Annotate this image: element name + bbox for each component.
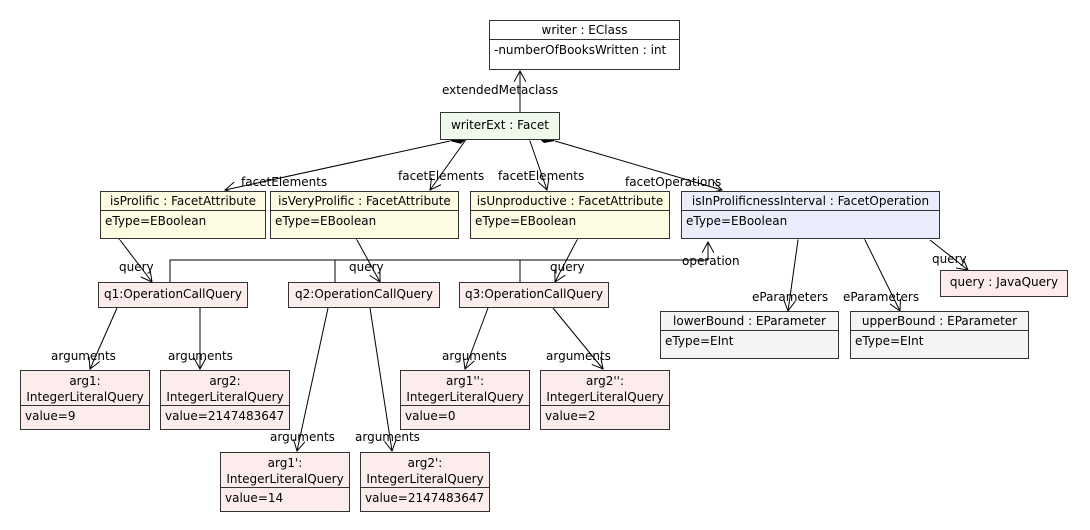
node-is-prolific[interactable]: isProlific : FacetAttribute eType=EBoole… — [100, 191, 266, 239]
label-facet-operations: facetOperations — [625, 175, 722, 189]
node-writer-ext-facet[interactable]: writerExt : Facet — [440, 112, 560, 140]
node-title-line1: arg2: — [209, 374, 241, 388]
node-attribute: value=9 — [21, 405, 149, 426]
node-attribute: eType=EBoolean — [471, 210, 669, 231]
node-title-line2: IntegerLiteralQuery — [226, 472, 344, 486]
link-eparameters-upper — [865, 240, 900, 311]
link-arguments-arg1pp — [465, 308, 488, 369]
label-query: query — [932, 252, 967, 266]
link-query-q2 — [357, 240, 380, 282]
label-query: query — [349, 260, 384, 274]
label-facet-elements: facetElements — [398, 169, 485, 183]
node-q3-operation-call-query[interactable]: q3:OperationCallQuery — [459, 282, 609, 308]
label-arguments: arguments — [442, 349, 507, 363]
node-arg1-double-prime-integer-literal-query[interactable]: arg1'': IntegerLiteralQuery value=0 — [400, 370, 530, 430]
node-java-query[interactable]: query : JavaQuery — [940, 270, 1068, 297]
node-title-line2: IntegerLiteralQuery — [546, 390, 664, 404]
label-operation: operation — [682, 254, 740, 268]
label-arguments: arguments — [168, 349, 233, 363]
node-title-line2: IntegerLiteralQuery — [366, 472, 484, 486]
node-title: isInProlificnessInterval : FacetOperatio… — [691, 194, 930, 208]
label-eparameters: eParameters — [843, 290, 920, 304]
node-arg2-prime-integer-literal-query[interactable]: arg2': IntegerLiteralQuery value=2147483… — [360, 452, 490, 512]
node-title: isProlific : FacetAttribute — [110, 194, 256, 208]
node-attribute: value=2147483647 — [361, 487, 489, 508]
link-facet-elements-prolific — [225, 141, 450, 190]
node-writer-eclass[interactable]: writer : EClass -numberOfBooksWritten : … — [489, 20, 680, 70]
node-title: query : JavaQuery — [949, 275, 1059, 289]
link-facet-elements-veryprolific — [430, 141, 465, 190]
node-title: upperBound : EParameter — [861, 314, 1018, 328]
node-title-line1: arg1'': — [446, 374, 484, 388]
label-arguments: arguments — [355, 430, 420, 444]
node-title: lowerBound : EParameter — [673, 314, 826, 328]
label-eparameters: eParameters — [752, 290, 829, 304]
node-attribute: value=2 — [541, 405, 669, 426]
node-lower-bound-eparameter[interactable]: lowerBound : EParameter eType=EInt — [660, 311, 839, 359]
node-title: q1:OperationCallQuery — [104, 287, 242, 301]
link-arguments-arg1 — [90, 308, 117, 369]
node-title-line2: IntegerLiteralQuery — [26, 390, 144, 404]
node-attribute: eType=EBoolean — [682, 210, 939, 231]
link-arguments-arg2pp — [553, 308, 603, 369]
link-arguments-arg2p — [370, 308, 392, 451]
node-title-line2: IntegerLiteralQuery — [166, 390, 284, 404]
node-title: writer : EClass — [541, 23, 628, 37]
node-arg1-integer-literal-query[interactable]: arg1: IntegerLiteralQuery value=9 — [20, 370, 150, 430]
label-query: query — [119, 260, 154, 274]
node-arg1-prime-integer-literal-query[interactable]: arg1': IntegerLiteralQuery value=14 — [220, 452, 350, 512]
node-arg2-double-prime-integer-literal-query[interactable]: arg2'': IntegerLiteralQuery value=2 — [540, 370, 670, 430]
label-arguments: arguments — [270, 430, 335, 444]
node-title-line1: arg1': — [267, 456, 303, 470]
node-attribute: -numberOfBooksWritten : int — [490, 39, 679, 60]
node-title: writerExt : Facet — [450, 118, 549, 132]
link-operation-bus-q1 — [169, 242, 708, 282]
node-arg2-integer-literal-query[interactable]: arg2: IntegerLiteralQuery value=21474836… — [160, 370, 290, 430]
node-is-very-prolific[interactable]: isVeryProlific : FacetAttribute eType=EB… — [270, 191, 459, 239]
node-attribute: value=14 — [221, 487, 349, 508]
link-java-query — [929, 239, 968, 270]
node-attribute: eType=EInt — [851, 330, 1028, 351]
link-arguments-arg1p — [297, 308, 328, 451]
label-arguments: arguments — [546, 349, 611, 363]
label-extended-metaclass: extendedMetaclass — [442, 83, 559, 97]
node-is-in-prolificness-interval[interactable]: isInProlificnessInterval : FacetOperatio… — [681, 191, 940, 239]
node-attribute: eType=EBoolean — [101, 210, 265, 231]
link-query-q3 — [555, 240, 577, 282]
label-facet-elements: facetElements — [241, 175, 328, 189]
node-title-line1: arg1: — [69, 374, 101, 388]
node-attribute: eType=EInt — [661, 330, 838, 351]
link-query-q1 — [120, 240, 152, 282]
node-attribute: value=2147483647 — [161, 405, 289, 426]
node-is-unproductive[interactable]: isUnproductive : FacetAttribute eType=EB… — [470, 191, 670, 239]
node-attribute: eType=EBoolean — [271, 210, 458, 231]
node-attribute: value=0 — [401, 405, 529, 426]
label-query: query — [550, 260, 585, 274]
node-q2-operation-call-query[interactable]: q2:OperationCallQuery — [288, 282, 440, 308]
node-title: q3:OperationCallQuery — [465, 287, 603, 301]
label-facet-elements: facetElements — [498, 169, 585, 183]
node-q1-operation-call-query[interactable]: q1:OperationCallQuery — [98, 282, 248, 308]
node-title-line1: arg2'': — [586, 374, 624, 388]
node-upper-bound-eparameter[interactable]: upperBound : EParameter eType=EInt — [850, 311, 1029, 359]
link-eparameters-lower — [788, 240, 798, 311]
node-title-line2: IntegerLiteralQuery — [406, 390, 524, 404]
label-arguments: arguments — [51, 349, 116, 363]
link-facet-operations — [555, 141, 722, 190]
node-title-line1: arg2': — [407, 456, 443, 470]
node-title: q2:OperationCallQuery — [295, 287, 433, 301]
node-title: isVeryProlific : FacetAttribute — [278, 194, 451, 208]
node-title: isUnproductive : FacetAttribute — [476, 194, 664, 208]
